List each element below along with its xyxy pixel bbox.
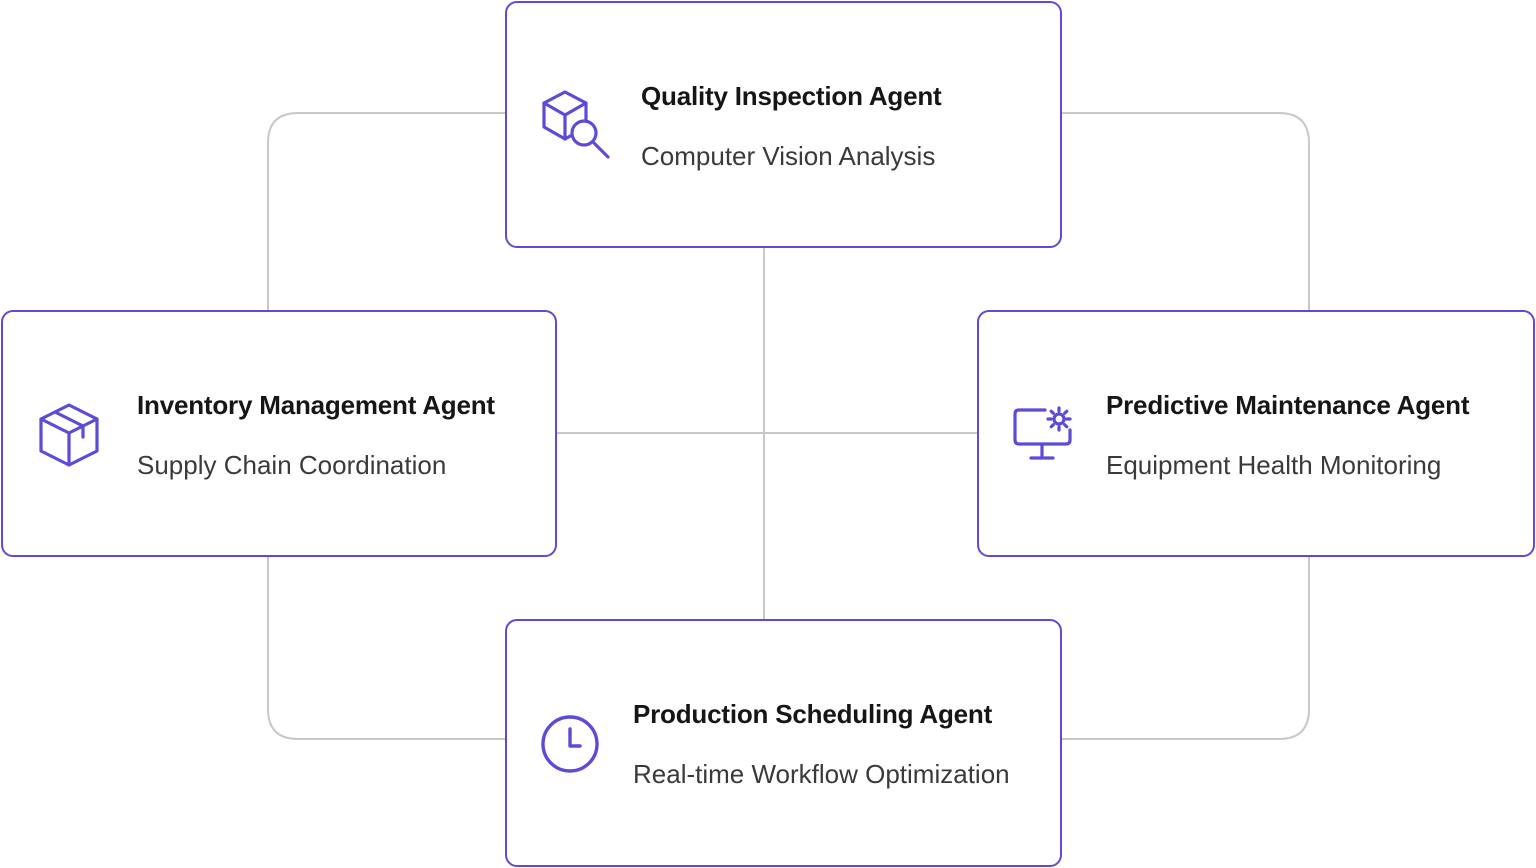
inventory-management-agent-card: Inventory Management Agent Supply Chain … [1,310,557,557]
cube-search-icon [542,90,610,159]
monitor-gear-icon [1013,406,1072,460]
agent-subtitle: Supply Chain Coordination [137,450,447,480]
agent-subtitle: Real-time Workflow Optimization [633,759,1010,789]
agent-subtitle: Equipment Health Monitoring [1106,450,1442,480]
package-box-icon [39,403,99,467]
clock-icon [541,715,599,773]
predictive-maintenance-agent-card: Predictive Maintenance Agent Equipment H… [977,310,1535,557]
connector-production-maintenance [1062,557,1310,740]
quality-inspection-agent-card: Quality Inspection Agent Computer Vision… [505,1,1062,248]
connector-maintenance-quality [1062,112,1310,310]
agent-title: Predictive Maintenance Agent [1106,390,1470,420]
agent-subtitle: Computer Vision Analysis [641,141,936,171]
connector-inventory-production [267,557,505,740]
connector-quality-inventory [267,112,505,310]
agent-title: Production Scheduling Agent [633,699,993,729]
production-scheduling-agent-card: Production Scheduling Agent Real-time Wo… [505,619,1062,867]
agent-title: Inventory Management Agent [137,390,495,420]
agent-title: Quality Inspection Agent [641,81,942,111]
